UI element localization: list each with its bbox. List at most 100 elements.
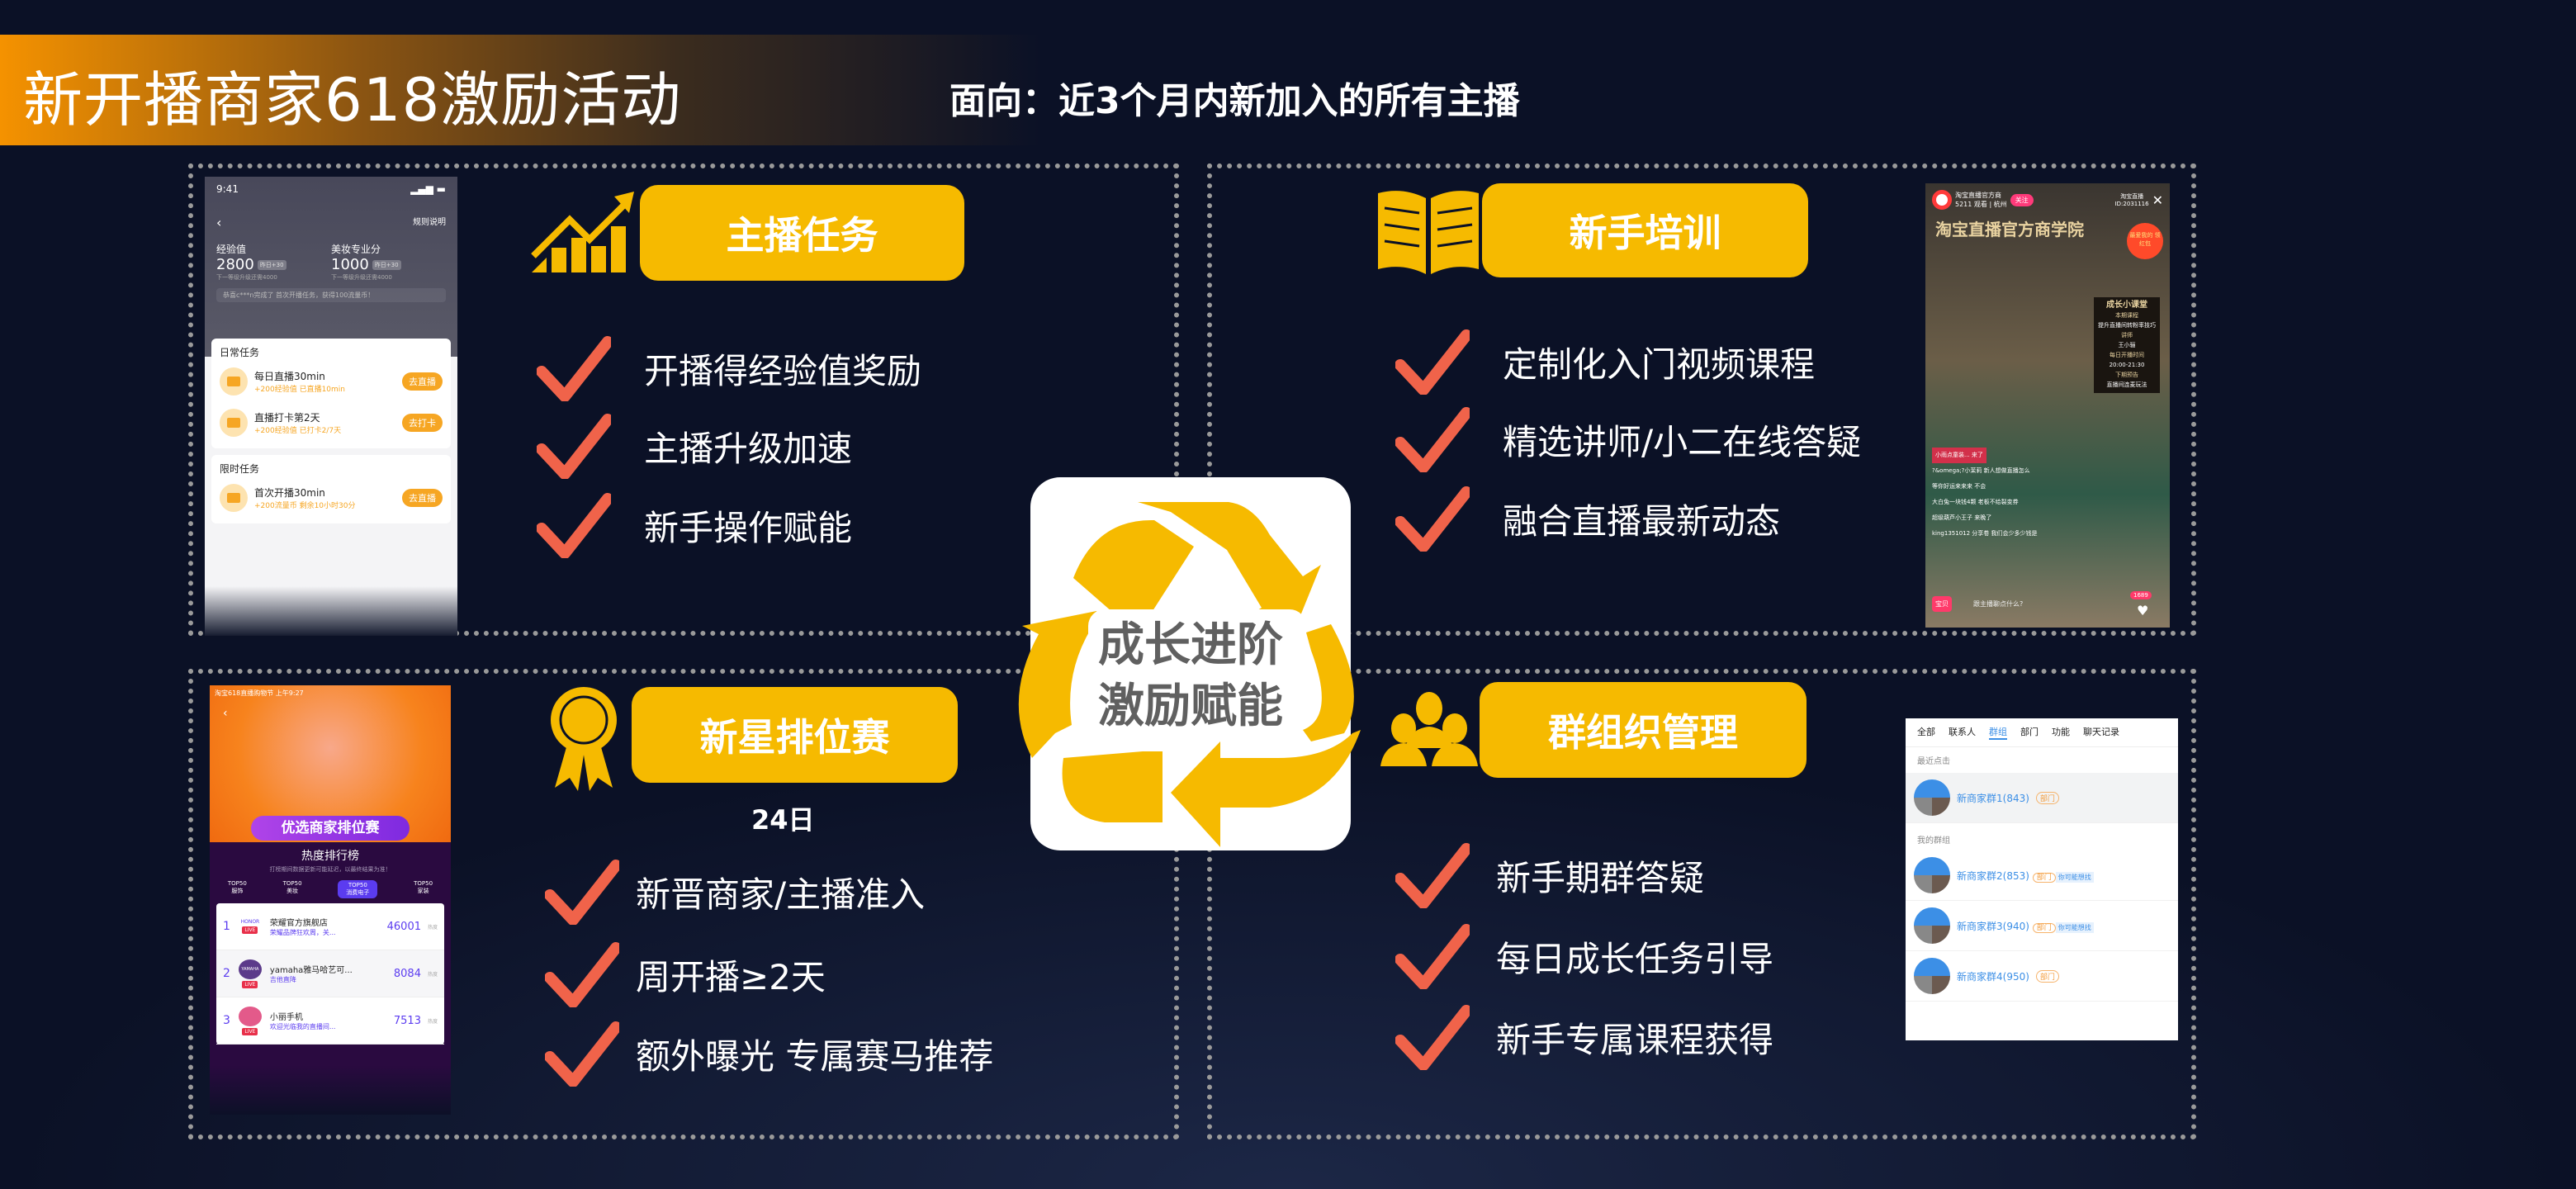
ranking-banner: 优选商家排位赛 — [251, 816, 410, 841]
exp-delta-badge: 昨日+30 — [257, 259, 286, 270]
avatar — [1914, 779, 1950, 816]
beauty-label: 美妆专业分 — [331, 244, 381, 255]
heat-label: 热度 — [427, 924, 438, 931]
exp-label: 经验值 — [216, 244, 247, 255]
suggest-tag: 你可能想找 — [2055, 871, 2094, 883]
heat-score: 8084 — [393, 967, 421, 980]
check-icon — [1395, 329, 1470, 395]
group-tab[interactable]: 部门 — [2020, 727, 2039, 737]
tab-top: TOP50 — [348, 882, 367, 888]
group-tab[interactable]: 群组 — [1989, 725, 2007, 740]
beauty-delta-badge: 昨日+30 — [372, 259, 401, 270]
task-desc: +200经验值 已直播10min — [254, 386, 346, 394]
board-title: 热度排行榜 — [301, 850, 359, 863]
follow-button[interactable]: 关注 — [2010, 193, 2034, 206]
checkin-icon — [220, 409, 248, 437]
avatar — [1914, 907, 1950, 944]
board-title: 成长小课堂 — [2106, 301, 2147, 310]
limited-title: 限时任务 — [220, 463, 260, 475]
center-text-bg — [1088, 609, 1306, 725]
heat-label: 热度 — [427, 1018, 438, 1025]
shop-name: yamaha雅马哈艺可... — [269, 966, 353, 975]
check-icon — [537, 493, 611, 558]
task-row: 每日直播30min +200经验值 已直播10min 去直播 — [211, 361, 451, 402]
task-name: 首次开播30min — [254, 487, 325, 499]
title-banner — [0, 35, 1040, 145]
heart-icon[interactable]: ♥ — [2137, 603, 2149, 618]
next-label: 下期预告 — [2115, 372, 2138, 378]
page-title: 新开播商家618激励活动 — [23, 65, 682, 135]
shop-name: 荣耀官方旗舰店 — [269, 919, 328, 928]
feature-item: 新手操作赋能 — [644, 508, 853, 548]
group-tab[interactable]: 功能 — [2052, 727, 2070, 737]
heat-label: 热度 — [427, 971, 438, 978]
live-account: 淘宝直播官方商 — [1955, 192, 2001, 199]
rank-number: 3 — [223, 1014, 230, 1027]
center-line2: 激励赋能 — [1098, 680, 1283, 733]
group-row[interactable]: 新商家群1(843)部门 — [1906, 773, 2178, 823]
feature-item: 新晋商家/主播准入 — [636, 874, 926, 915]
comment: 大白兔一块钱4颗 老板不给裂变券 — [1932, 499, 2019, 505]
shop-button[interactable]: 宝贝 — [1932, 596, 1952, 612]
teacher-label: 讲师 — [2121, 332, 2133, 339]
task-name: 每日直播30min — [254, 371, 325, 382]
feature-item: 开播得经验值奖励 — [644, 351, 922, 391]
group-icon — [1380, 692, 1478, 766]
group-row[interactable]: 新商家群4(950) 部门 — [1906, 951, 2178, 1002]
group-tab[interactable]: 聊天记录 — [2083, 727, 2119, 737]
close-icon[interactable]: ✕ — [2152, 192, 2163, 208]
check-icon — [537, 414, 611, 479]
task-button[interactable]: 去直播 — [402, 372, 443, 391]
feature-item: 精选讲师/小二在线答疑 — [1503, 422, 1862, 462]
center-line1: 成长进阶 — [1098, 618, 1283, 672]
check-icon — [1395, 924, 1470, 989]
teacher: 王小骊 — [2118, 342, 2136, 348]
dept-tag: 部门 — [2035, 791, 2059, 804]
avatar — [1914, 857, 1950, 893]
group-tab[interactable]: 联系人 — [1949, 727, 1976, 737]
group-name: 新商家群4(950) — [1957, 970, 2029, 983]
group-name: 新商家群2(853) — [1957, 869, 2029, 882]
comment: 小雨点童装... 来了 — [1932, 448, 1986, 463]
recent-label: 最近点击 — [1917, 757, 1950, 766]
beauty-next: 下一等级升级还需4000 — [331, 274, 392, 281]
feature-item: 每日成长任务引导 — [1496, 939, 1774, 979]
dept-tag: 部门 — [2035, 969, 2059, 983]
red-packet[interactable]: 最爱我的 领红包 — [2127, 223, 2163, 259]
back-icon[interactable]: ‹ — [223, 707, 228, 720]
tab-name: 消费电子 — [346, 889, 370, 896]
quadrant-groups — [1207, 669, 2196, 1139]
tab-top: TOP50 — [227, 880, 247, 887]
center-badge: 成长进阶 激励赋能 — [1018, 477, 1361, 850]
comment: 超级葫芦小王子 来晚了 — [1932, 514, 1992, 521]
group-row[interactable]: 新商家群3(940) 部门你可能想找 — [1906, 901, 2178, 951]
rules-link[interactable]: 规则说明 — [413, 218, 446, 227]
back-icon[interactable]: ‹ — [216, 215, 222, 230]
task-button[interactable]: 去直播 — [402, 489, 443, 507]
quadrant-ranking — [188, 669, 1179, 1139]
chat-input[interactable]: 跟主播聊点什么? — [1973, 600, 2024, 608]
shop-name: 小丽手机 — [269, 1013, 303, 1022]
open-book-icon — [1378, 191, 1479, 274]
check-icon — [545, 860, 619, 925]
group-row[interactable]: 新商家群2(853) 部门你可能想找 — [1906, 850, 2178, 901]
dept-tag: 部门 — [2032, 872, 2056, 883]
group-name: 新商家群3(940) — [1957, 920, 2029, 932]
task-button[interactable]: 去打卡 — [402, 414, 443, 432]
group-tab[interactable]: 全部 — [1917, 727, 1935, 737]
page-subtitle: 面向：近3个月内新加入的所有主播 — [949, 80, 1520, 122]
reflection-fade — [210, 1065, 451, 1115]
daily-title: 日常任务 — [220, 347, 260, 358]
shop-desc: 欢迎光临我的直播间... — [269, 1023, 336, 1030]
time: 20:00-21:30 — [2109, 362, 2145, 368]
shop-logo — [238, 1006, 262, 1026]
